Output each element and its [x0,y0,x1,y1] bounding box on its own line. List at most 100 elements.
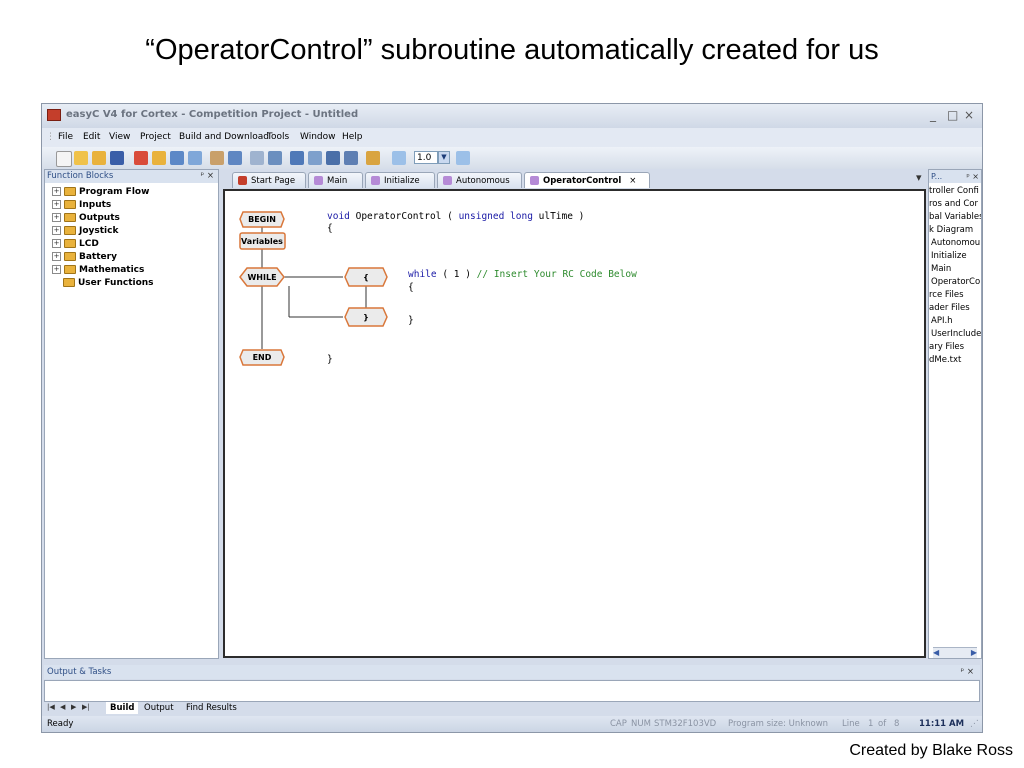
open-folder-icon[interactable] [92,151,106,165]
end-block[interactable] [239,349,285,366]
tab-operatorcontrol[interactable]: OperatorControl× [524,172,650,188]
expand-icon[interactable]: + [52,226,61,235]
scroll-left-icon[interactable]: ◀ [933,648,940,657]
editor-canvas[interactable]: BEGIN Variables WHILE { } END void Opera… [223,189,926,658]
first-tab-icon[interactable]: |◀ [47,703,55,711]
project-item[interactable]: rce Files [929,290,964,300]
zoom-out-icon[interactable] [456,151,470,165]
menu-project[interactable]: Project [140,132,171,142]
begin-block[interactable] [239,211,285,228]
tab-close-icon[interactable]: × [629,176,637,186]
tree-item-inputs[interactable]: +Inputs [52,199,111,212]
menu-view[interactable]: View [109,132,131,142]
tab-main[interactable]: Main [308,172,363,188]
project-item[interactable]: dMe.txt [929,355,962,365]
tree-item-battery[interactable]: + Battery [52,251,117,264]
easyc-app-icon [47,109,61,121]
chip-icon[interactable] [250,151,264,165]
function-name: OperatorControl ( [349,211,459,222]
tree-item-user-functions[interactable]: User Functions [63,277,154,290]
new-project-icon[interactable] [74,151,88,165]
menu-file[interactable]: File [58,132,74,142]
tab-initialize[interactable]: Initialize [365,172,435,188]
expand-icon[interactable]: + [52,213,61,222]
graph-icon[interactable] [326,151,340,165]
tab-list-chevron-icon[interactable]: ▾ [916,171,922,184]
panel-pin-close-icon[interactable]: ᵖ × [966,172,979,181]
code-while-close-brace: } [408,315,414,326]
panel-pin-close-icon[interactable]: ᵖ × [960,667,974,677]
settings-icon[interactable] [366,151,380,165]
resize-grip-icon[interactable]: ⋰ [970,719,979,729]
variables-block[interactable] [239,232,286,250]
flowchart-icon[interactable] [170,151,184,165]
tree-item-label: Battery [79,252,117,262]
project-item[interactable]: troller Confi [929,186,979,196]
tab-build[interactable]: Build [106,702,139,714]
prev-tab-icon[interactable]: ◀ [60,703,66,711]
expand-icon[interactable]: + [52,187,61,196]
maximize-button[interactable]: □ [947,108,959,122]
zoom-in-icon[interactable] [392,151,406,165]
horizontal-scrollbar[interactable]: ◀ ▶ [933,647,977,658]
window-icon[interactable] [188,151,202,165]
tree-item-joystick[interactable]: +Joystick [52,225,118,238]
tab-find-results[interactable]: Find Results [186,703,237,713]
project-explorer-panel: P... ᵖ × troller Confi ros and Cor bal V… [928,169,982,659]
last-tab-icon[interactable]: ▶| [82,703,90,711]
list-icon[interactable] [308,151,322,165]
project-item[interactable]: Main [931,264,952,274]
tree-item-lcd[interactable]: +LCD [52,238,99,251]
project-item[interactable]: ary Files [929,342,965,352]
menu-window[interactable]: Window [300,132,336,142]
project-item[interactable]: ader Files [929,303,970,313]
project-item[interactable]: ros and Cor [929,199,978,209]
num-lock-indicator: NUM [631,719,651,729]
view-icon[interactable] [134,151,148,165]
zoom-select[interactable]: 1.0 [414,151,438,164]
menu-build-and-download[interactable]: Build and Download [179,132,269,142]
project-item[interactable]: API.h [931,316,953,326]
folder-view-icon[interactable] [152,151,166,165]
tab-start-page[interactable]: Start Page [232,172,306,188]
new-file-icon[interactable] [56,151,72,167]
project-item[interactable]: k Diagram [929,225,974,235]
minimize-button[interactable]: _ [930,108,936,122]
close-button[interactable]: × [964,108,975,122]
expand-icon[interactable]: + [52,200,61,209]
open-brace-block[interactable] [344,267,388,287]
title-bar[interactable]: easyC V4 for Cortex - Competition Projec… [42,104,982,128]
scroll-right-icon[interactable]: ▶ [970,648,977,657]
tree-item-outputs[interactable]: +Outputs [52,212,120,225]
while-block[interactable] [239,267,285,287]
tab-output[interactable]: Output [144,703,174,713]
folder-icon [64,265,76,274]
menu-edit[interactable]: Edit [83,132,101,142]
line-label: Line [842,719,860,729]
menu-help[interactable]: Help [342,132,363,142]
debug-icon[interactable] [344,151,358,165]
expand-icon[interactable]: + [52,239,61,248]
expand-icon[interactable]: + [52,252,61,261]
expand-icon[interactable]: + [52,265,61,274]
output-area[interactable] [44,680,980,702]
tab-autonomous[interactable]: Autonomous [437,172,522,188]
tree-item-program-flow[interactable]: +Program Flow [52,186,149,199]
chevron-down-icon[interactable]: ▼ [438,151,450,164]
download-icon[interactable] [268,151,282,165]
menu-tools[interactable]: Tools [267,132,290,142]
project-item[interactable]: Autonomou [931,238,981,248]
project-item[interactable]: Initialize [931,251,967,261]
panel-pin-close-icon[interactable]: ᵖ × [200,171,214,181]
next-tab-icon[interactable]: ▶ [71,703,77,711]
tree-item-mathematics[interactable]: +Mathematics [52,264,144,277]
project-item[interactable]: bal Variables [929,212,982,222]
terminal-icon[interactable] [290,151,304,165]
flowchart-connectors [261,227,367,349]
close-brace-block[interactable] [344,307,388,327]
check-icon[interactable] [228,151,242,165]
project-item[interactable]: OperatorCo [931,277,981,287]
save-icon[interactable] [110,151,124,165]
tools-icon[interactable] [210,151,224,165]
project-item[interactable]: UserInclude [931,329,982,339]
